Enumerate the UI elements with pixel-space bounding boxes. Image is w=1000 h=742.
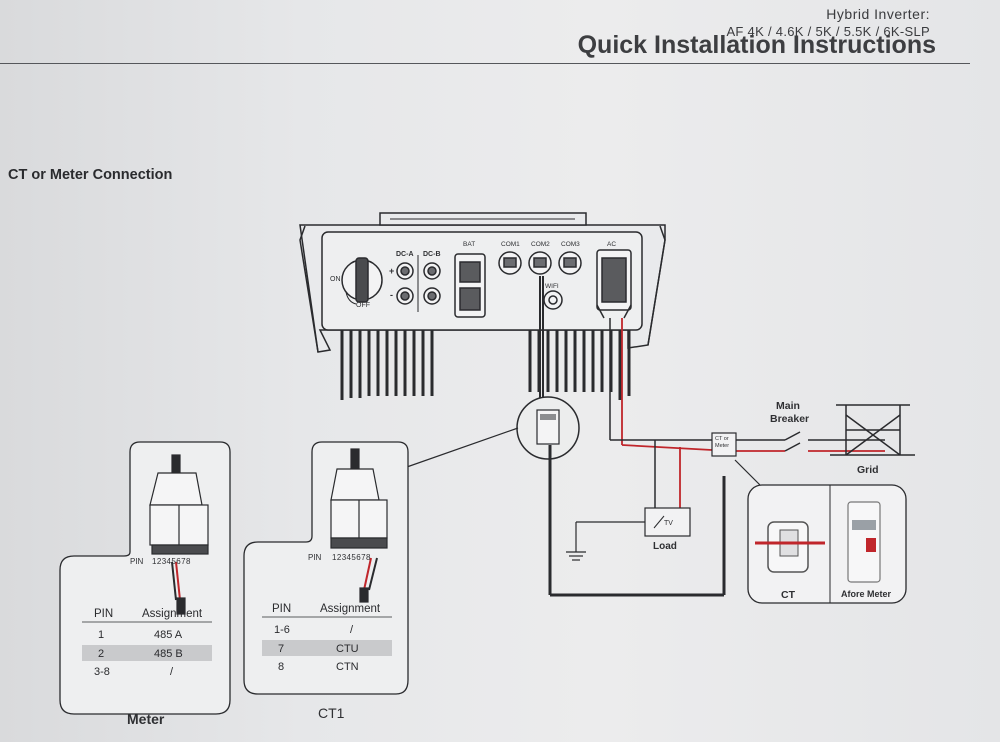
inverter <box>299 212 666 400</box>
meter-table-header-pin: PIN <box>94 608 114 620</box>
grid-tower <box>830 404 915 456</box>
meter-pin-numbers: 12345678 <box>152 557 191 566</box>
com2-label: COM2 <box>531 241 550 248</box>
afore-meter-image <box>847 501 881 583</box>
load-box <box>644 507 691 537</box>
ct1-pin-label: PIN <box>308 553 322 562</box>
meter-row-assignment: 485 A <box>154 629 183 641</box>
wifi-label: WIFI <box>545 283 559 290</box>
ct1-table-header-assignment: Assignment <box>320 603 381 615</box>
plus-label: + <box>389 266 395 276</box>
ct1-row-pin: 7 <box>278 643 285 655</box>
switch-off-label: OFF <box>356 302 370 309</box>
ct-clamp-image <box>755 521 825 573</box>
ct-label: CT <box>781 589 795 601</box>
switch-on-label: ON <box>330 276 341 283</box>
ct1-pin-numbers: 12345678 <box>332 553 371 562</box>
ct1-pin-table: PIN Assignment 1-6 / 7 CTU 8 CTN <box>262 603 392 673</box>
load-label: Load <box>653 541 677 552</box>
ac-label: AC <box>607 241 617 248</box>
ct1-row-assignment: CTU <box>336 643 359 655</box>
ct1-row-pin: 8 <box>278 661 285 673</box>
afore-meter-label: Afore Meter <box>841 589 892 599</box>
heatsink-fins-right <box>528 330 631 400</box>
main-breaker-label-2: Breaker <box>770 413 810 425</box>
meter-row-pin: 2 <box>98 648 105 660</box>
dcb-port-label: DC-B <box>423 251 441 258</box>
meter-row-pin: 1 <box>98 629 105 641</box>
meter-table-header-assignment: Assignment <box>142 608 203 620</box>
meter-pin-table: PIN Assignment 1 485 A 2 485 B 3-8 / <box>82 608 212 678</box>
ct-or-label-2: Meter <box>715 443 730 449</box>
meter-row-shade <box>82 645 212 661</box>
com1-label: COM1 <box>501 241 520 248</box>
meter-pin-label: PIN <box>130 557 144 566</box>
ct1-row-assignment: / <box>350 624 354 636</box>
meter-row-assignment: 485 B <box>154 648 183 660</box>
meter-row-pin: 3-8 <box>94 666 110 678</box>
model-list: AF 4K / 4.6K / 5K / 5.5K / 6K-SLP <box>726 24 930 39</box>
dca-port-label: DC-A <box>396 251 414 258</box>
ct1-caption: CT1 <box>318 705 345 721</box>
wifi-port <box>543 290 563 310</box>
meter-row-assignment: / <box>170 666 174 678</box>
ac-wiring <box>548 318 885 597</box>
main-breaker-label-1: Main <box>776 400 800 412</box>
grid-label: Grid <box>857 464 879 476</box>
page-title: Quick Installation Instructions <box>577 31 936 59</box>
bat-label: BAT <box>463 241 476 248</box>
ct-or-meter-box <box>711 432 737 457</box>
meter-caption: Meter <box>127 711 165 727</box>
com3-label: COM3 <box>561 241 580 248</box>
section-title: CT or Meter Connection <box>8 167 173 183</box>
ct-or-label-1: CT or <box>715 436 729 442</box>
ct1-table-header-pin: PIN <box>272 603 292 615</box>
ct1-rj45-connector <box>330 448 388 603</box>
product-name: Hybrid Inverter: <box>826 6 930 22</box>
ct1-row-assignment: CTN <box>336 661 359 673</box>
heatsink-fins-left <box>340 330 434 400</box>
tv-label: TV <box>664 520 673 527</box>
header-rule <box>0 63 970 64</box>
ct1-row-shade <box>262 640 392 656</box>
minus-label: - <box>390 290 393 300</box>
ct1-row-pin: 1-6 <box>274 624 290 636</box>
meter-rj45-connector <box>149 454 209 615</box>
